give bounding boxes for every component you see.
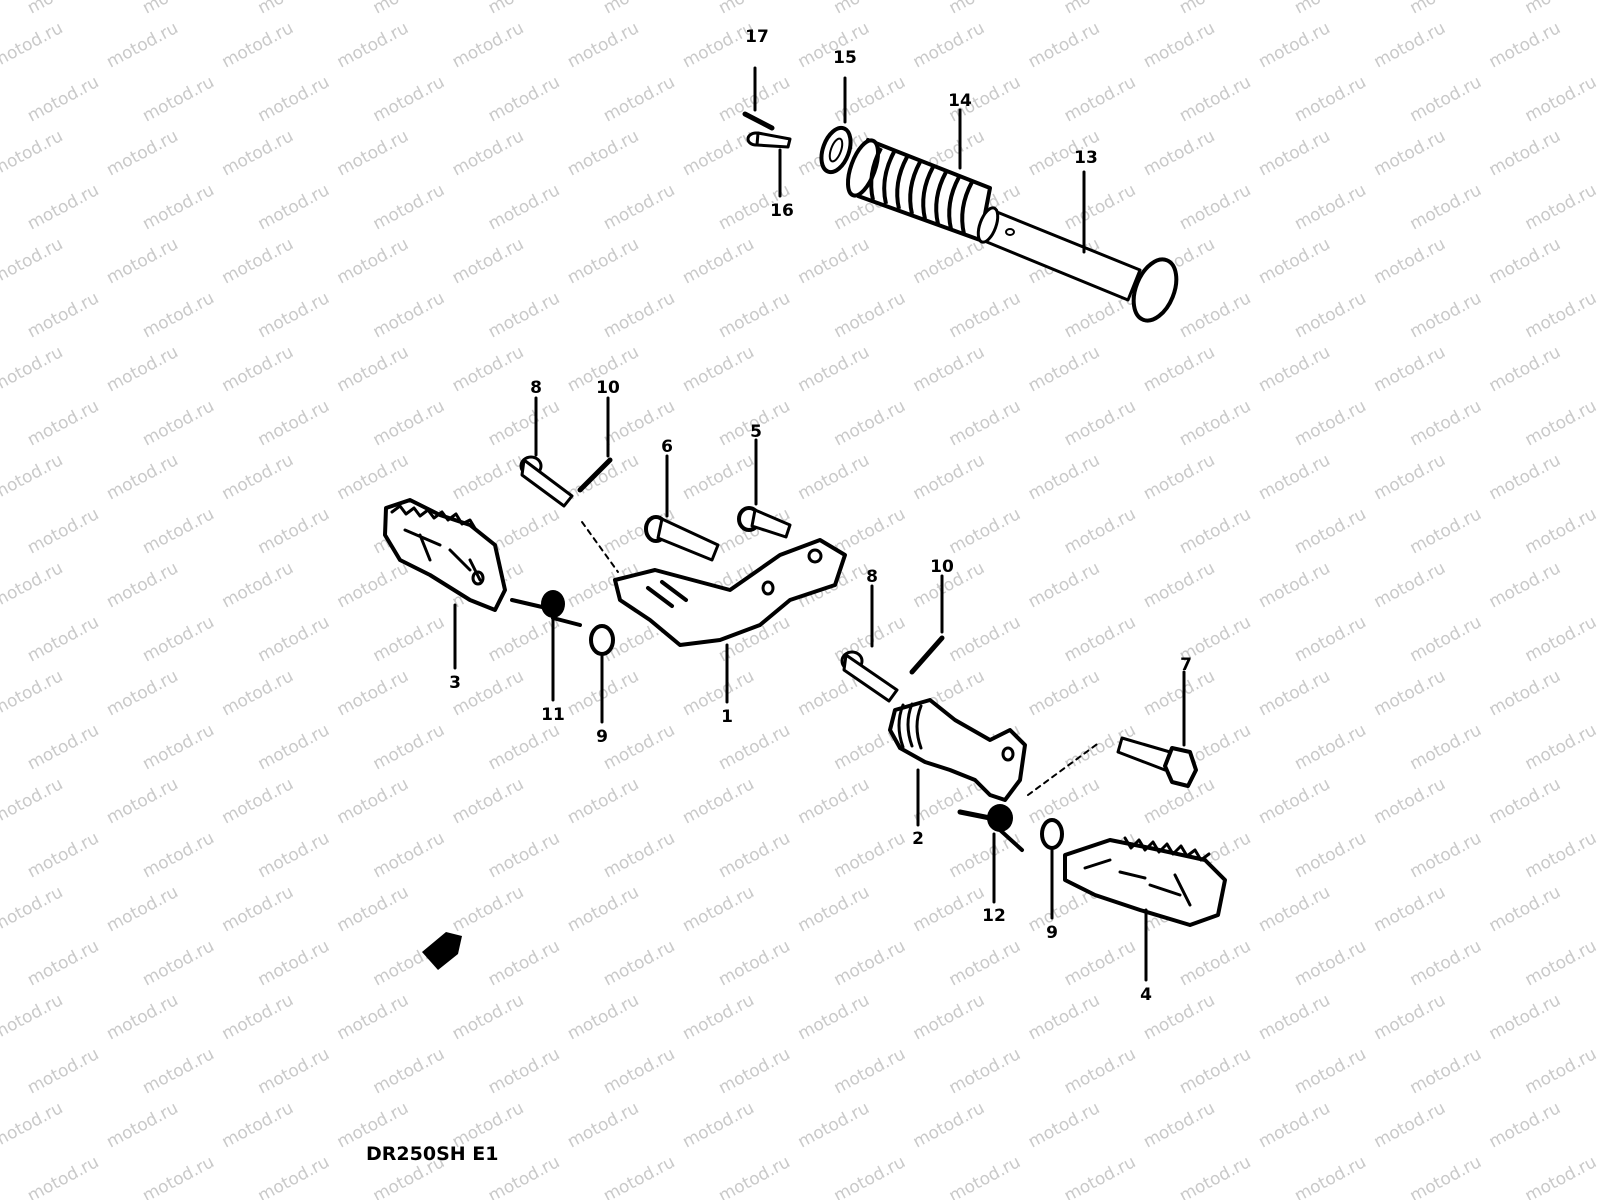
callout-14: 14 [948, 91, 972, 111]
part-2-right-bracket [888, 698, 1101, 827]
part-17-cotter-pin [742, 66, 775, 131]
part-9-right-washer [1040, 818, 1064, 920]
callout-17: 17 [745, 27, 769, 47]
callout-8-left: 8 [530, 378, 542, 398]
callout-8-right: 8 [866, 567, 878, 587]
part-9-left-washer [589, 624, 615, 724]
callout-16: 16 [770, 201, 794, 221]
callout-9-right: 9 [1046, 923, 1058, 943]
callout-12: 12 [982, 906, 1006, 926]
part-13-footrest-shaft [976, 170, 1179, 323]
part-10-left-cotter-pin [577, 396, 613, 493]
part-1-left-bracket [613, 538, 847, 704]
part-15-washer [819, 76, 853, 175]
callout-13: 13 [1074, 148, 1098, 168]
callout-4: 4 [1140, 985, 1152, 1005]
part-6-bolt [644, 454, 720, 562]
part-16-clevis-pin [746, 131, 792, 198]
callout-2: 2 [912, 829, 924, 849]
callout-6: 6 [661, 437, 673, 457]
callout-10-right: 10 [930, 557, 954, 577]
part-5-bolt [737, 438, 792, 539]
part-11-left-spring [510, 590, 582, 702]
model-code-label: DR250SH E1 [366, 1143, 498, 1165]
callout-7: 7 [1180, 655, 1192, 675]
callout-15: 15 [833, 48, 857, 68]
part-8-left-pin [519, 396, 619, 573]
part-3-left-footrest [383, 498, 507, 670]
part-7-bolt [1116, 670, 1198, 788]
callout-10-left: 10 [596, 378, 620, 398]
callout-3: 3 [449, 673, 461, 693]
part-10-right-cotter-pin [909, 574, 945, 675]
part-4-right-footrest [1063, 836, 1227, 982]
callout-11: 11 [541, 705, 565, 725]
part-12-right-spring [957, 804, 1024, 904]
front-direction-arrow-icon [422, 932, 462, 970]
callout-9-left: 9 [596, 727, 608, 747]
part-14-rubber-grip [845, 108, 992, 242]
callout-1: 1 [721, 707, 733, 727]
part-8-right-pin [840, 584, 899, 703]
callout-5: 5 [750, 422, 762, 442]
